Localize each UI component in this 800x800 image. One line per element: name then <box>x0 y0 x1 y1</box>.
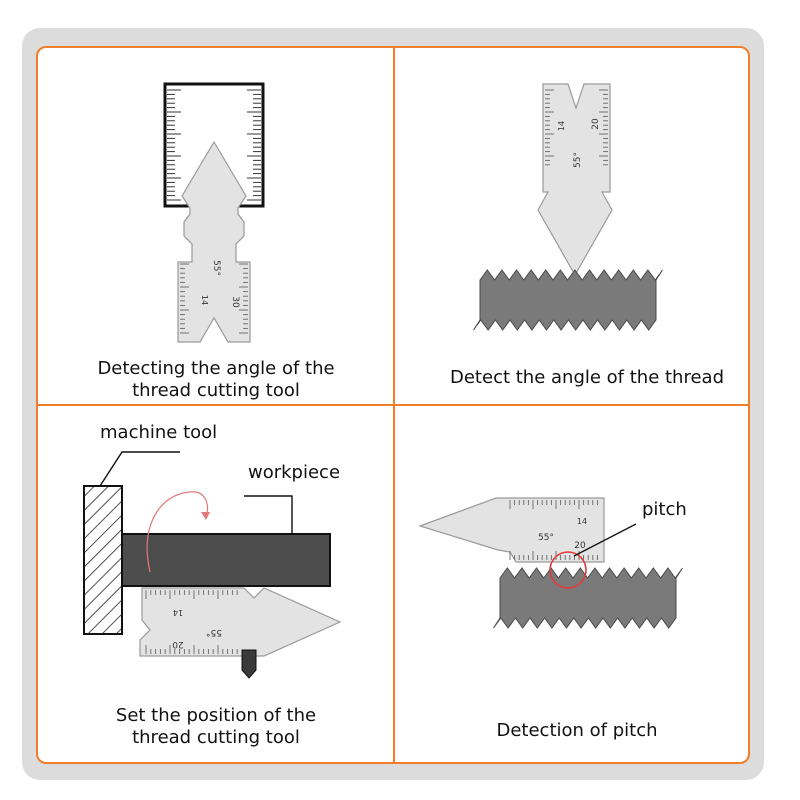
label-pitch: pitch <box>642 499 687 520</box>
caption-tool-angle-line1: Detecting the angle of the <box>97 358 335 379</box>
gauge-br-14: 14 <box>577 517 587 526</box>
threaded-rod-tr <box>473 269 663 331</box>
gauge-tl-angle: 55° <box>211 260 221 276</box>
gauge-tl-30: 30 <box>230 296 240 308</box>
gauge-bl <box>139 587 342 657</box>
gauge-tl-scale <box>180 263 248 334</box>
gauge-br-20: 20 <box>574 541 586 551</box>
threaded-rod-br <box>493 567 683 629</box>
rotation-arrow <box>146 491 209 573</box>
horizontal-divider <box>38 404 748 406</box>
gauge-tr-angle: 55° <box>573 152 583 168</box>
gauge-tr-scale <box>545 89 608 166</box>
gauge-br-angle: 55° <box>538 533 554 543</box>
workpiece-leader <box>244 495 293 534</box>
caption-tool-position-line1: Set the position of the <box>115 705 317 726</box>
pitch-highlight-circle <box>549 551 587 589</box>
tool-scale-left <box>167 89 181 201</box>
gauge-tl-14: 14 <box>200 295 209 305</box>
workpiece-bar <box>121 533 331 587</box>
caption-tool-angle: Detecting the angle of the thread cuttin… <box>50 358 382 402</box>
gauge-tr-20: 20 <box>591 118 601 130</box>
caption-tool-position-line2: thread cutting tool <box>132 727 300 748</box>
gauge-bl-scale <box>145 590 238 654</box>
machine-tool-chuck <box>83 485 123 635</box>
gauge-br-scale <box>509 500 598 560</box>
label-machine-tool: machine tool <box>100 422 218 443</box>
gauge-br <box>418 497 605 563</box>
gauge-bl-20: 20 <box>172 639 184 649</box>
caption-pitch: Detection of pitch <box>496 720 658 741</box>
cutting-tool-bit <box>241 649 257 679</box>
tool-angle-illustration: 55° 14 30 <box>163 82 265 343</box>
caption-thread-angle: Detect the angle of the thread <box>450 367 724 388</box>
machine-tool-leader <box>99 451 180 487</box>
gauge-tr <box>537 83 613 277</box>
tool-position-illustration: 55° 14 20 <box>83 451 342 679</box>
thread-angle-illustration: 55° 14 20 <box>473 83 663 331</box>
rotation-arrowhead <box>201 512 210 520</box>
caption-tool-angle-line2: thread cutting tool <box>132 380 300 401</box>
gauge-tl <box>177 140 251 343</box>
pitch-illustration: 55° 14 20 <box>418 497 683 629</box>
pitch-leader <box>573 523 637 557</box>
gauge-bl-angle: 55° <box>206 627 222 637</box>
caption-tool-position: Set the position of the thread cutting t… <box>50 705 382 749</box>
gauge-tr-14: 14 <box>557 121 566 131</box>
gauge-bl-14: 14 <box>173 608 183 617</box>
label-workpiece: workpiece <box>248 462 341 483</box>
tool-scale-right <box>247 89 261 201</box>
